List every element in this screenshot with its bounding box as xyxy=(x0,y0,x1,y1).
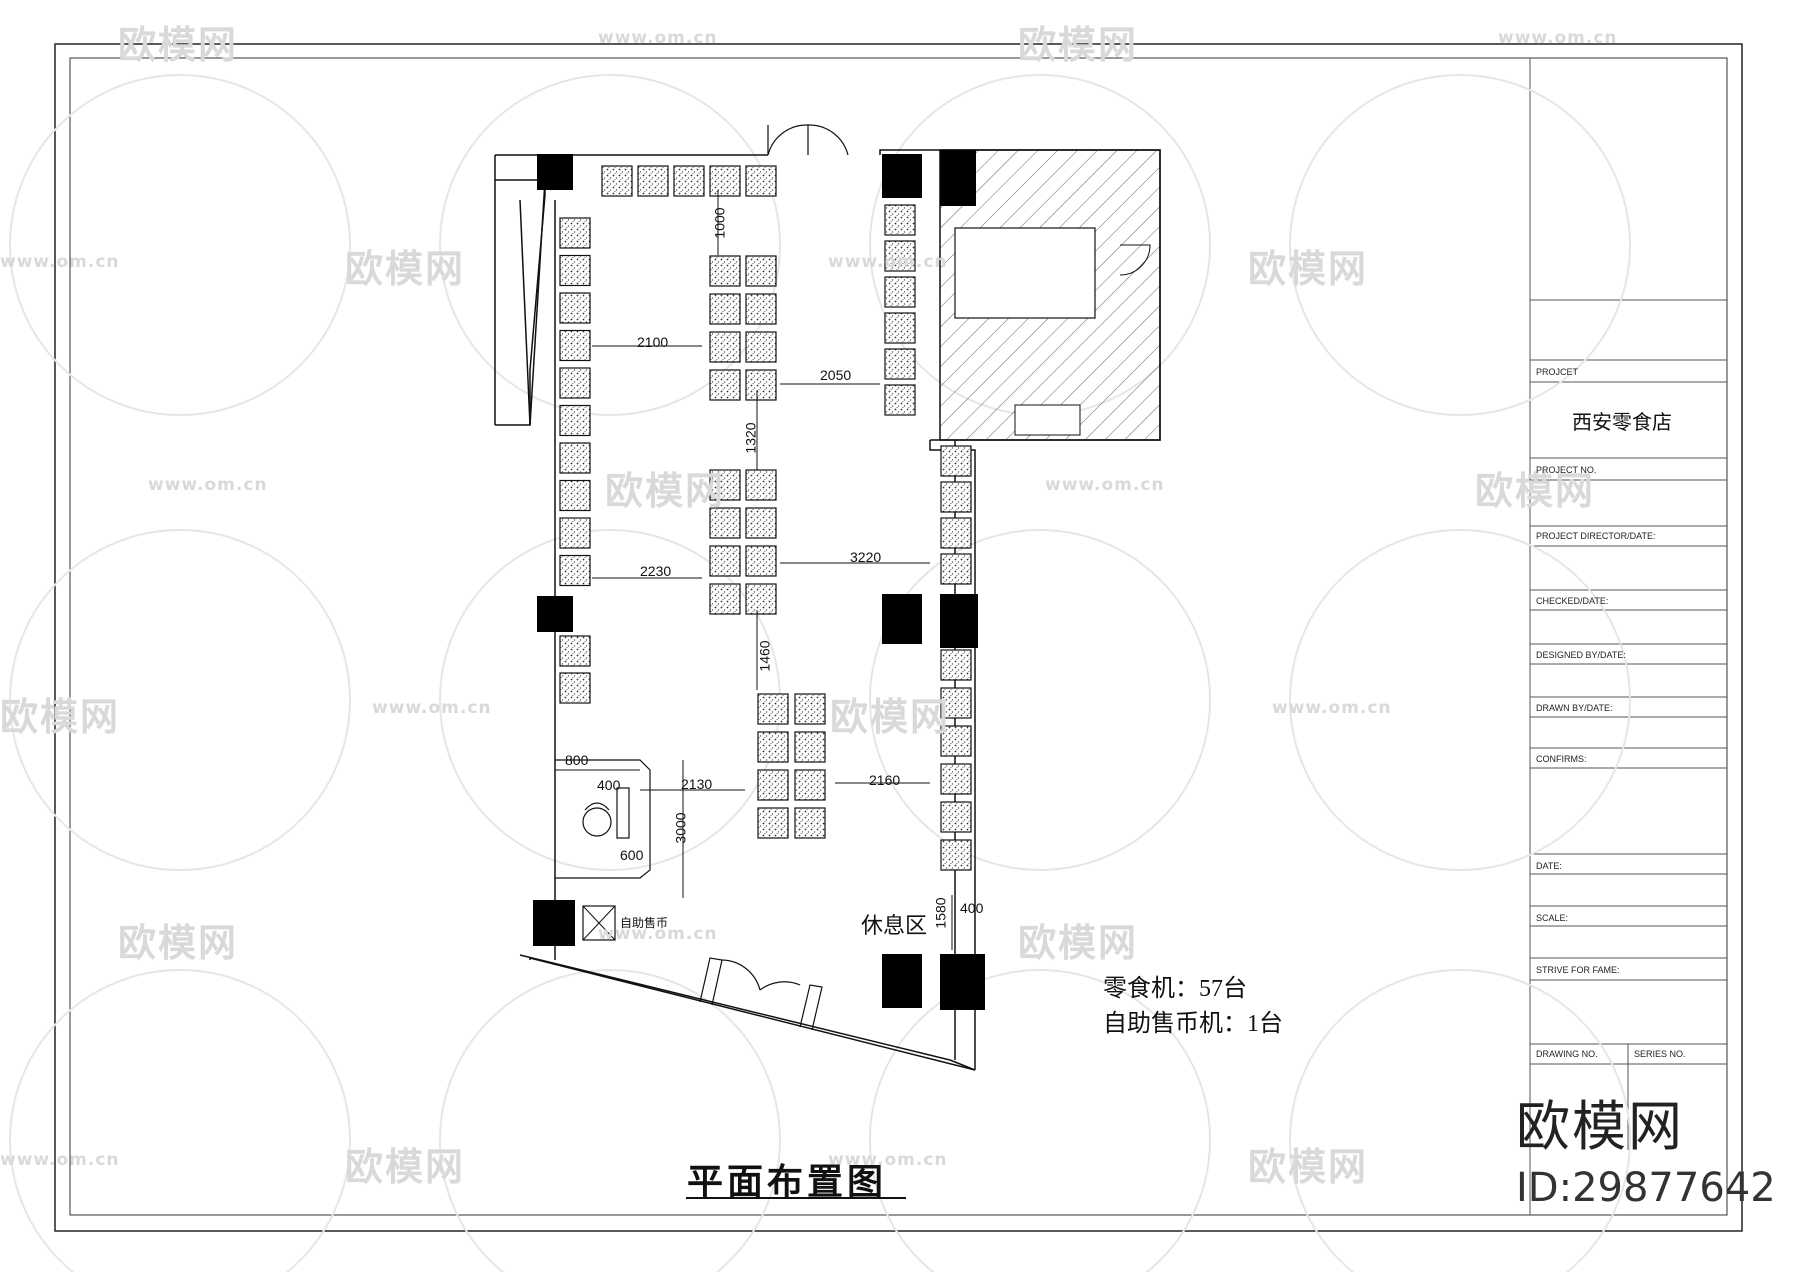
tb-director-label: PROJECT DIRECTOR/DATE: xyxy=(1536,531,1656,541)
entrance-door-top xyxy=(767,124,849,156)
snack-machine xyxy=(559,217,591,249)
tb-scale-label: SCALE: xyxy=(1536,913,1569,923)
snack-machine xyxy=(559,554,591,587)
snack-machine xyxy=(884,204,916,236)
tb-designed-label: DESIGNED BY/DATE: xyxy=(1536,650,1626,660)
dimension-lines xyxy=(555,190,953,950)
snack-machine xyxy=(940,839,972,871)
snack-machine xyxy=(884,384,916,416)
tb-drawn-label: DRAWN BY/DATE: xyxy=(1536,703,1613,713)
snack-machine xyxy=(745,331,777,363)
snack-machine xyxy=(940,553,972,585)
snack-machine xyxy=(757,731,789,763)
title-block-frame xyxy=(1529,58,1727,1215)
snack-machine xyxy=(709,293,741,325)
cashier-counter xyxy=(555,759,651,879)
snack-machine xyxy=(794,693,826,725)
snack-machine xyxy=(709,469,741,501)
watermark-arcs xyxy=(9,74,1631,1276)
snack-machine xyxy=(745,293,777,325)
brand-watermark: 欧模网 xyxy=(1516,1095,1684,1158)
tb-checked-label: CHECKED/DATE: xyxy=(1536,596,1609,606)
snack-machine xyxy=(709,507,741,539)
snack-machine xyxy=(757,807,789,839)
snack-machine xyxy=(757,693,789,725)
snack-machine xyxy=(709,331,741,363)
snack-machine xyxy=(745,369,777,401)
snack-machine xyxy=(559,329,591,362)
snack-machine xyxy=(884,240,916,272)
columns xyxy=(533,150,985,1010)
snack-machine xyxy=(559,292,591,324)
snack-machine xyxy=(673,165,705,197)
snack-machine xyxy=(884,348,916,380)
dimension-label: 400 xyxy=(960,900,984,916)
snack-machine xyxy=(940,649,972,681)
snack-machine xyxy=(745,255,777,287)
snack-machine xyxy=(794,807,826,839)
snack-machine xyxy=(709,369,741,401)
snack-machines xyxy=(559,165,972,871)
snack-machine-count: 零食机：57台 xyxy=(1103,976,1247,1002)
snack-machine xyxy=(940,725,972,757)
snack-machine xyxy=(745,165,777,197)
snack-machine xyxy=(709,255,741,287)
dimension-label: 2230 xyxy=(640,563,672,579)
snack-machine xyxy=(884,312,916,344)
tb-project-name: 西安零食店 xyxy=(1572,412,1672,434)
tb-series-no-label: SERIES NO. xyxy=(1634,1049,1686,1059)
snack-machine xyxy=(745,583,777,615)
snack-machine xyxy=(940,687,972,719)
brand-id: ID:29877642 xyxy=(1516,1165,1776,1211)
snack-machine xyxy=(745,507,777,539)
snack-machine xyxy=(637,165,669,197)
tb-strive-label: STRIVE FOR FAME: xyxy=(1536,965,1620,975)
snack-machine xyxy=(559,442,591,474)
dimension-label: 2160 xyxy=(869,772,901,788)
snack-machine xyxy=(559,635,591,667)
coin-vending-label: 自助售币 xyxy=(620,916,669,930)
snack-machine xyxy=(940,763,972,795)
snack-machine xyxy=(757,769,789,801)
snack-machine xyxy=(709,165,741,197)
snack-machine xyxy=(940,481,972,513)
storage-room xyxy=(939,149,1161,441)
tb-project-no-label: PROJECT NO. xyxy=(1536,465,1597,475)
snack-machine xyxy=(559,404,591,437)
entrance-door-bottom xyxy=(699,957,823,1031)
dimension-label: 600 xyxy=(620,847,644,863)
drawing-title: 平面布置图 xyxy=(687,1162,888,1202)
dimension-label: 2130 xyxy=(681,776,713,792)
snack-machine xyxy=(884,276,916,308)
coin-machine-count: 自助售币机：1台 xyxy=(1103,1011,1283,1037)
snack-machine xyxy=(559,672,591,704)
snack-machine xyxy=(559,517,591,549)
dimension-label: 2100 xyxy=(637,334,669,350)
snack-machine xyxy=(940,801,972,833)
snack-machine xyxy=(559,479,591,512)
tb-drawing-no-label: DRAWING NO. xyxy=(1536,1049,1598,1059)
snack-machine xyxy=(745,469,777,501)
snack-machine xyxy=(794,769,826,801)
snack-machine xyxy=(559,367,591,399)
snack-machine xyxy=(709,583,741,615)
tb-date-label: DATE: xyxy=(1536,861,1562,871)
rest-area-label: 休息区 xyxy=(861,913,928,938)
snack-machine xyxy=(709,545,741,577)
tb-project-label: PROJCET xyxy=(1536,367,1579,377)
dimension-label: 800 xyxy=(565,752,589,768)
snack-machine xyxy=(940,445,972,477)
snack-machine xyxy=(745,545,777,577)
dimension-label: 2050 xyxy=(820,367,852,383)
snack-machine xyxy=(940,517,972,549)
dimension-label: 3220 xyxy=(850,549,882,565)
snack-machine xyxy=(794,731,826,763)
snack-machine xyxy=(559,254,591,287)
snack-machine xyxy=(601,165,633,197)
tb-confirms-label: CONFIRMS: xyxy=(1536,754,1587,764)
dimension-label: 400 xyxy=(597,777,621,793)
